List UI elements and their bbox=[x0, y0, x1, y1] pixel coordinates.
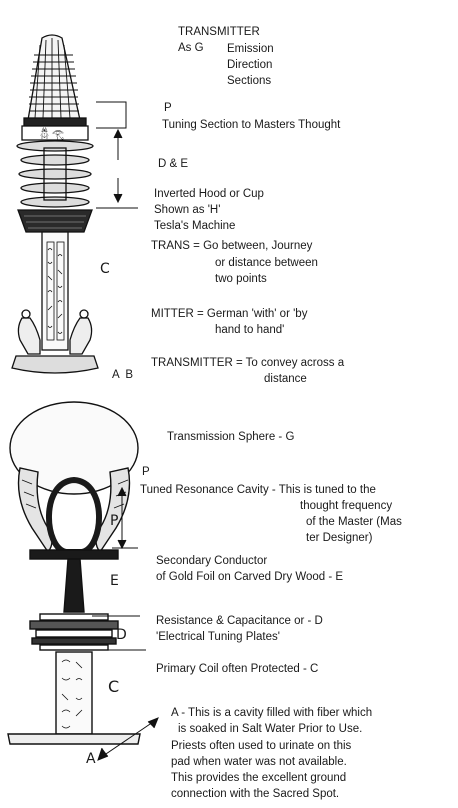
a-paragraph-line-4: pad when water was not available. bbox=[171, 756, 347, 768]
trans-definition-line-3: two points bbox=[215, 273, 267, 285]
upper-annotation-lines bbox=[96, 101, 138, 209]
ankh-drawing bbox=[7, 401, 141, 745]
transmission-sphere-label: Transmission Sphere - G bbox=[167, 431, 295, 443]
as-g-label: As G bbox=[178, 42, 204, 54]
mitter-definition-line-2: hand to hand' bbox=[215, 324, 285, 336]
inverted-hood-label: Inverted Hood or Cup bbox=[154, 188, 264, 200]
a-paragraph-line-1: A - This is a cavity filled with fiber w… bbox=[171, 707, 373, 719]
resonance-cavity-line-2: thought frequency bbox=[300, 500, 393, 512]
emission-label: Emission bbox=[227, 43, 274, 55]
c-letter-lower: C bbox=[108, 677, 120, 696]
transmitter-definition-line-2: distance bbox=[264, 373, 307, 385]
svg-text:𓆣 𓂀: 𓆣 𓂀 bbox=[40, 126, 64, 140]
resonance-cavity-line-4: ter Designer) bbox=[306, 532, 373, 544]
mitter-definition-line-1: MITTER = German 'with' or 'by bbox=[151, 308, 308, 320]
transmitter-title: TRANSMITTER bbox=[178, 26, 260, 38]
transmitter-definition-line-1: TRANSMITTER = To convey across a bbox=[151, 357, 345, 369]
p-letter-upper: P bbox=[164, 102, 172, 114]
tuning-section-label: Tuning Section to Masters Thought bbox=[162, 119, 341, 131]
direction-label: Direction bbox=[227, 59, 273, 71]
lower-annotation-lines bbox=[92, 486, 159, 761]
trans-definition-line-1: TRANS = Go between, Journey bbox=[151, 240, 313, 252]
e-letter: E bbox=[110, 573, 119, 589]
a-letter-lower: A bbox=[86, 751, 96, 767]
p-letter-lower: P bbox=[142, 466, 150, 478]
primary-coil-label: Primary Coil often Protected - C bbox=[156, 663, 319, 675]
teslas-machine-label: Tesla's Machine bbox=[154, 220, 236, 232]
secondary-conductor-line-2: of Gold Foil on Carved Dry Wood - E bbox=[156, 571, 344, 583]
sections-label: Sections bbox=[227, 75, 272, 87]
p-side-letter: P bbox=[110, 513, 119, 529]
de-label: D & E bbox=[158, 158, 189, 170]
ab-label: A B bbox=[112, 369, 134, 381]
resonance-cavity-line-1: Tuned Resonance Cavity - This is tuned t… bbox=[140, 484, 376, 496]
trans-definition-line-2: or distance between bbox=[215, 257, 318, 269]
a-paragraph-line-5: This provides the excellent ground bbox=[171, 772, 347, 784]
shown-as-h-label: Shown as 'H' bbox=[154, 204, 221, 216]
secondary-conductor-line-1: Secondary Conductor bbox=[156, 555, 268, 567]
c-letter-upper: C bbox=[100, 261, 110, 277]
resonance-cavity-line-3: of the Master (Mas bbox=[306, 516, 402, 528]
a-paragraph-line-3: Priests often used to urinate on this bbox=[171, 740, 352, 752]
a-paragraph-line-2: is soaked in Salt Water Prior to Use. bbox=[178, 723, 363, 735]
resistance-line-2: 'Electrical Tuning Plates' bbox=[156, 631, 280, 643]
a-paragraph-line-6: connection with the Sacred Spot. bbox=[171, 788, 340, 800]
djed-pillar-drawing: 𓆣 𓂀 bbox=[11, 34, 99, 374]
d-letter: D bbox=[116, 627, 127, 643]
resistance-line-1: Resistance & Capacitance or - D bbox=[156, 615, 323, 627]
